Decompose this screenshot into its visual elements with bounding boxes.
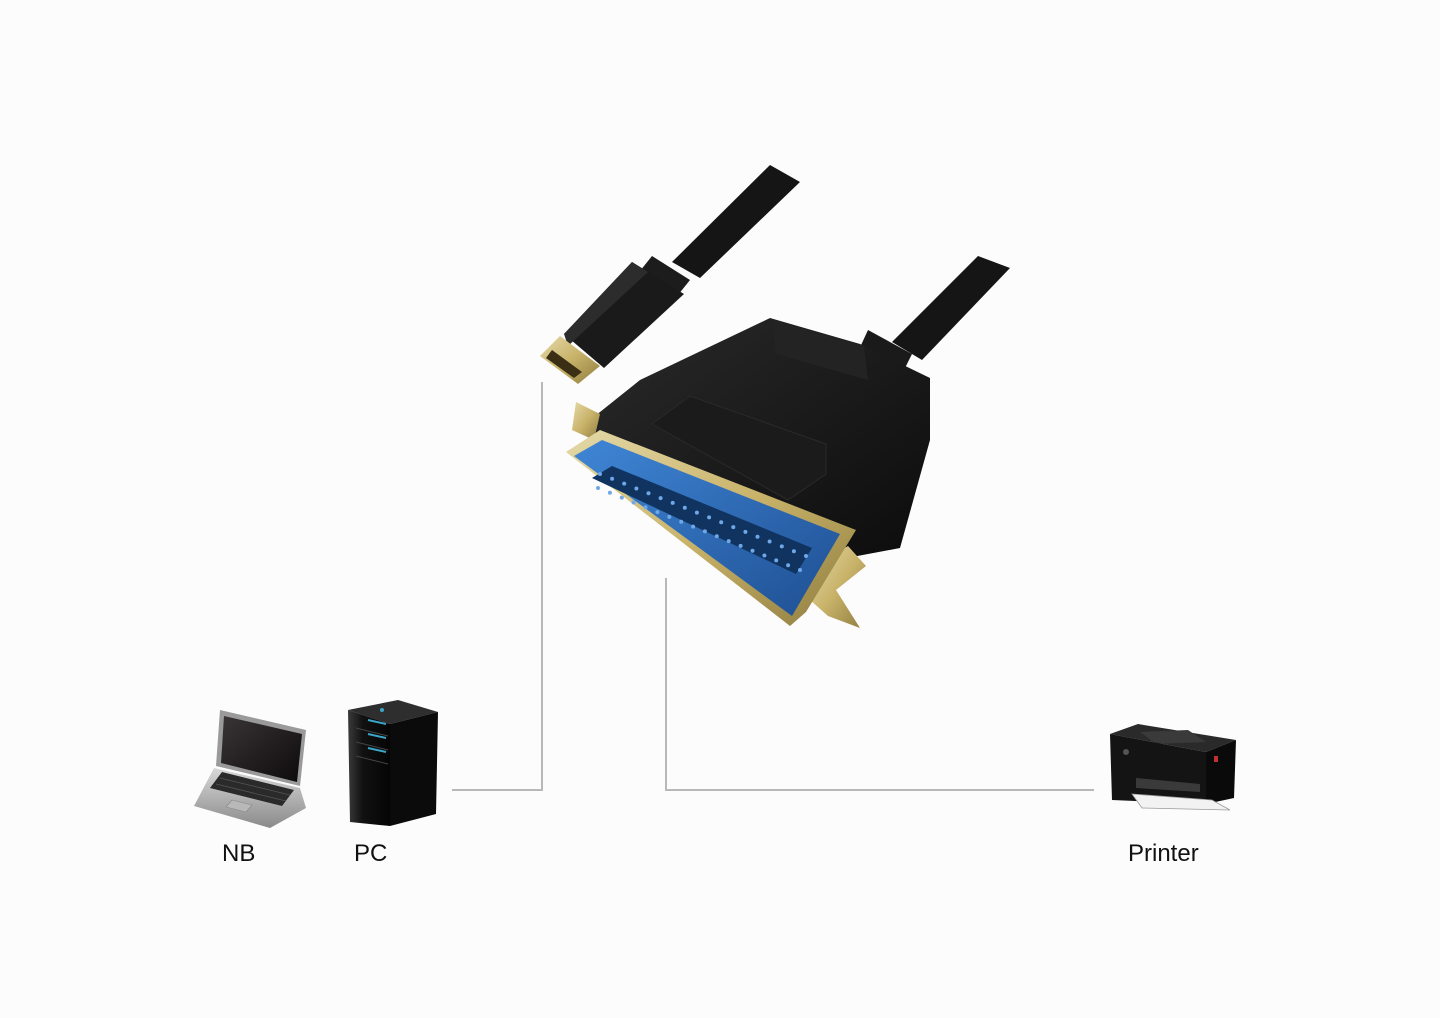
connector-pin (667, 514, 672, 519)
connector-pin (658, 496, 663, 501)
connector-pin (738, 543, 743, 548)
printer-label: Printer (1128, 840, 1199, 867)
connector-pin (643, 505, 648, 510)
connection-line-computer (452, 382, 543, 791)
pc-label: PC (354, 840, 388, 867)
connector-pin (707, 515, 712, 520)
printer-icon (1110, 724, 1236, 811)
connector-pin (646, 491, 651, 496)
connector-pin (619, 495, 624, 500)
pc-tower-icon (348, 700, 438, 826)
connector-pin (798, 568, 802, 572)
connector-pin (726, 539, 731, 544)
connector-pin (804, 554, 808, 558)
connector-pin (791, 549, 796, 554)
connector-pin (719, 520, 724, 525)
connector-pin (655, 510, 660, 515)
connector-pin (779, 544, 784, 549)
connection-line-printer (665, 578, 1094, 791)
connector-pin (622, 481, 627, 486)
centronics-connector-icon (566, 256, 1010, 628)
connector-pin (774, 558, 779, 563)
connector-pin (610, 476, 615, 481)
laptop-icon (194, 710, 306, 828)
usb-c-plug-icon (540, 165, 800, 384)
connector-pin (731, 525, 736, 530)
connector-pin (750, 548, 755, 553)
connector-pin (691, 524, 696, 529)
connector-pin (596, 486, 600, 490)
connector-pin (634, 486, 639, 491)
connector-pin (743, 529, 748, 534)
connector-pin (767, 539, 772, 544)
connector-pin (607, 490, 612, 495)
connector-pin (702, 529, 707, 534)
connector-pin (679, 519, 684, 524)
connector-pin (786, 563, 791, 568)
connector-pin (598, 472, 602, 476)
connector-pin (682, 505, 687, 510)
connector-pin (631, 500, 636, 505)
connector-pin (762, 553, 767, 558)
connector-pin (670, 500, 675, 505)
notebook-label: NB (222, 840, 256, 867)
connector-pin (714, 534, 719, 539)
connector-pin (755, 534, 760, 539)
connector-pin (694, 510, 699, 515)
